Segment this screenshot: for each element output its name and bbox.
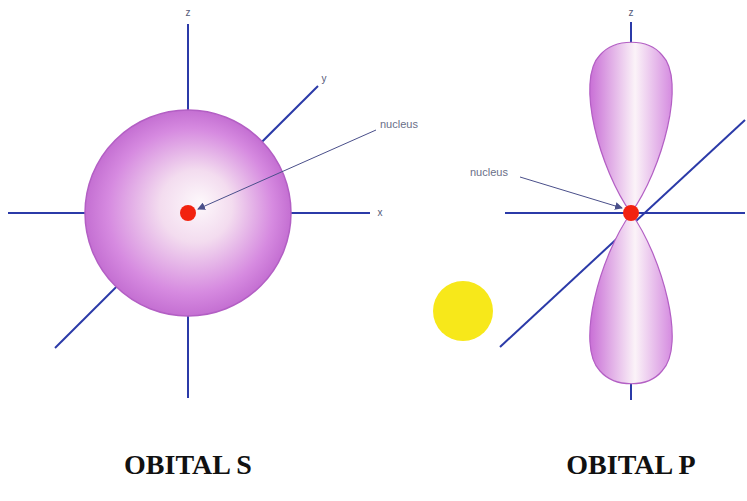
s-orbital-sphere: [85, 110, 291, 316]
p-orbital-lobe: [590, 42, 672, 213]
p-orbital-lobe: [590, 213, 672, 384]
orbital-title: OBITAL S: [124, 451, 252, 479]
axis-label: y: [322, 74, 327, 84]
p-axes: [500, 22, 745, 400]
nucleus-label: nucleus: [380, 119, 418, 130]
yellow-dot: [433, 281, 493, 341]
orbital-title: OBITAL P: [566, 451, 695, 479]
s-axes: [8, 24, 370, 398]
p-nucleus-leader: [520, 177, 622, 208]
s-nucleus-leader: [198, 130, 376, 209]
nucleus-label: nucleus: [470, 167, 508, 178]
s-nucleus-dot: [180, 205, 196, 221]
axis-label: z: [629, 8, 634, 18]
axis-label: x: [378, 208, 383, 218]
p-nucleus-dot: [623, 205, 639, 221]
axis-label: z: [186, 8, 191, 18]
